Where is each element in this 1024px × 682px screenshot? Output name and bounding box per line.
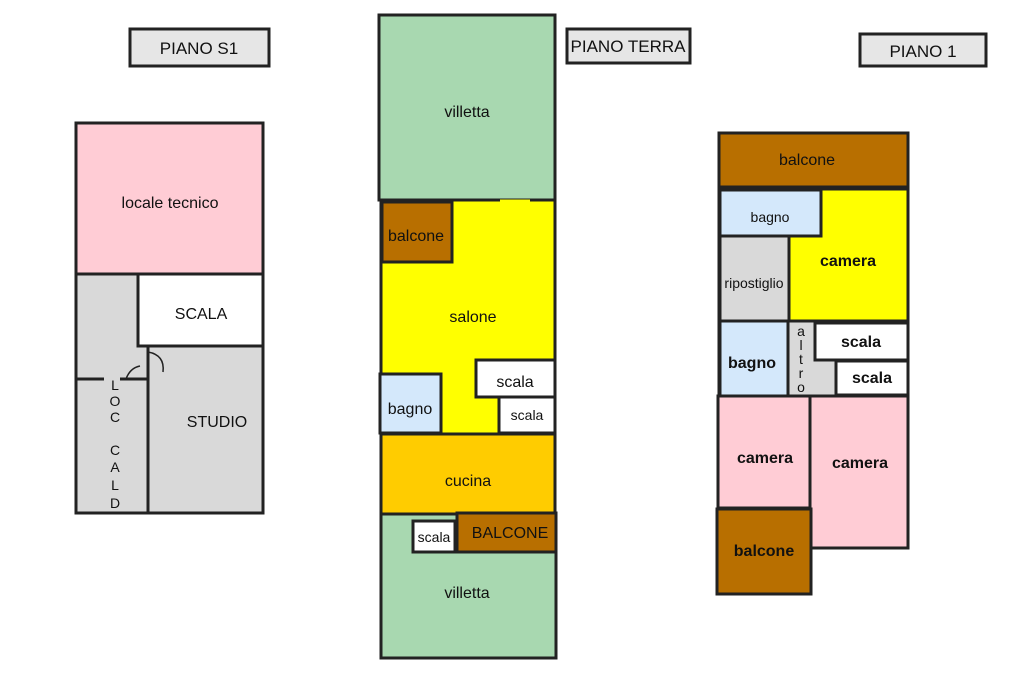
room-bagno-p1	[718, 319, 790, 398]
plan-piano-1: balcone bagno camera ripostiglio bagno a…	[715, 131, 910, 596]
plan-piano-terra: villetta balcone salone scala scala bagn…	[377, 13, 558, 660]
room-camera-left	[716, 394, 812, 510]
altro-char: o	[797, 379, 805, 395]
label-balcone-bottom: balcone	[734, 543, 795, 560]
loc-cald-char: L	[111, 377, 119, 393]
altro-char: r	[799, 365, 804, 381]
label-salone: salone	[449, 309, 496, 326]
room-scala-bottom	[411, 519, 457, 554]
label-bagno-top: bagno	[751, 209, 790, 225]
room-balcone-bottom	[715, 507, 813, 596]
title-box-piano-1: PIANO 1	[858, 32, 988, 68]
altro-char: a	[797, 323, 805, 339]
altro-char: t	[799, 351, 803, 367]
room-bagno-terra	[378, 372, 443, 435]
label-balcone-big: BALCONE	[472, 525, 548, 542]
loc-cald-char: C	[110, 442, 120, 458]
label-villetta-top: villetta	[444, 104, 489, 121]
label-scala-big: scala	[496, 374, 533, 391]
label-scala-1: scala	[841, 334, 881, 351]
label-scala-s1: SCALA	[175, 306, 228, 323]
label-bagno-terra: bagno	[388, 401, 433, 418]
room-balcone-top	[717, 131, 910, 189]
title-box-piano-terra: PIANO TERRA	[565, 27, 692, 65]
label-balcone-terra: balcone	[388, 228, 444, 245]
room-ripostiglio	[718, 234, 791, 323]
label-loc-cald: L O C C A L D	[110, 377, 121, 511]
label-locale-tecnico: locale tecnico	[122, 195, 219, 212]
room-villetta-top	[377, 13, 557, 202]
label-camera-yellow: camera	[820, 253, 876, 270]
room-locale-tecnico	[74, 121, 265, 276]
label-scala-bottom: scala	[418, 529, 451, 545]
label-camera-left: camera	[737, 450, 793, 467]
loc-cald-char: A	[110, 459, 120, 475]
room-scala-s1	[136, 272, 265, 348]
label-bagno-p1: bagno	[728, 355, 776, 372]
loc-cald-char: D	[110, 495, 120, 511]
room-balcone-terra	[380, 200, 454, 264]
label-studio: STUDIO	[187, 414, 247, 431]
loc-cald-char: O	[110, 393, 121, 409]
label-ripostiglio: ripostiglio	[724, 275, 783, 291]
title-piano-1: PIANO 1	[889, 42, 956, 61]
room-balcone-big	[455, 511, 558, 554]
label-altro: a l t r o	[797, 323, 805, 395]
room-scala-big	[474, 358, 557, 399]
label-camera-right: camera	[832, 455, 888, 472]
room-bagno-top	[718, 188, 823, 238]
altro-char: l	[799, 337, 802, 353]
label-cucina: cucina	[445, 473, 491, 490]
label-scala-small: scala	[511, 407, 544, 423]
title-box-piano-s1: PIANO S1	[128, 27, 271, 68]
room-scala-small	[497, 395, 557, 435]
loc-cald-char: L	[111, 477, 119, 493]
plan-piano-s1: locale tecnico SCALA STUDIO L O C C A L …	[74, 121, 265, 515]
label-balcone-top: balcone	[779, 152, 835, 169]
room-camera-right	[808, 394, 910, 550]
label-scala-2: scala	[852, 370, 892, 387]
loc-cald-char: C	[110, 409, 120, 425]
title-piano-s1: PIANO S1	[160, 39, 238, 58]
label-villetta-bottom: villetta	[444, 585, 489, 602]
title-piano-terra: PIANO TERRA	[571, 37, 687, 56]
